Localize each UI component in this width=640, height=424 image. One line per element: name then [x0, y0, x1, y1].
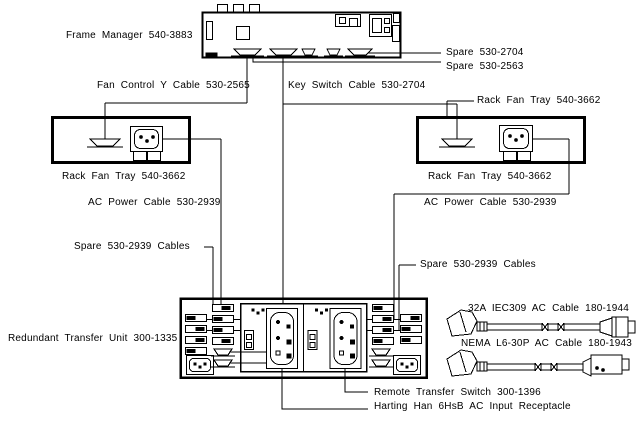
rack-fan-tray-left-label: Rack Fan Tray 540-3662 — [62, 171, 186, 182]
frame-manager-label: Frame Manager 540-3883 — [66, 30, 193, 41]
rack-fan-tray-top-label: Rack Fan Tray 540-3662 — [477, 95, 601, 106]
rack-fan-tray-right-box — [416, 116, 586, 164]
remote-transfer-label: Remote Transfer Switch 300-1396 — [374, 387, 541, 398]
spare-cables-left-leader — [204, 246, 214, 305]
spare-cables-left-label: Spare 530-2939 Cables — [74, 241, 190, 252]
spare-2563-line — [252, 58, 441, 63]
rtu-right-connectors — [366, 304, 422, 368]
spare-2704-label: Spare 530-2704 — [446, 47, 524, 58]
rtu-switch-icon — [244, 330, 254, 350]
rack-fan-tray-left-box — [51, 116, 191, 164]
iec-inlet-icon — [130, 126, 163, 161]
rtu-middle-panel — [239, 302, 368, 373]
remote-transfer-leader — [344, 369, 368, 393]
rtu-label: Redundant Transfer Unit 300-1335 — [8, 333, 178, 344]
rtu-left-connectors — [185, 304, 266, 368]
frame-manager-ports — [335, 13, 400, 42]
rtu-switch-icon — [307, 330, 318, 350]
spare-2563-label: Spare 530-2563 — [446, 61, 524, 72]
fan-connector-icon — [88, 138, 122, 147]
harting-outlet-right-icon — [329, 308, 362, 369]
iec-inlet-icon — [499, 125, 533, 161]
frame-manager-box — [201, 4, 402, 59]
harting-outlet-left-icon — [266, 308, 298, 369]
tray-label-leader — [446, 100, 474, 117]
fan-connector-icon — [440, 138, 474, 147]
rtu-right-iec-inlet-icon — [393, 355, 421, 375]
rack-fan-tray-right-label: Rack Fan Tray 540-3662 — [428, 171, 552, 182]
key-switch-cable-label: Key Switch Cable 530-2704 — [288, 80, 426, 91]
frame-manager-connectors — [231, 48, 375, 57]
harting-label: Harting Han 6HsB AC Input Receptacle — [374, 401, 571, 412]
harting-leader — [281, 369, 368, 410]
fan-control-cable-label: Fan Control Y Cable 530-2565 — [97, 80, 250, 91]
ac-power-left-line — [163, 138, 222, 305]
nema-cable-icon — [446, 349, 630, 377]
ac-power-right-line — [393, 138, 570, 319]
rtu-box — [179, 297, 428, 379]
ac-power-right-label: AC Power Cable 530-2939 — [424, 197, 557, 208]
fan-control-y-cable-line — [104, 57, 458, 139]
rtu-left-iec-inlet-icon — [186, 355, 214, 375]
spare-cables-right-label: Spare 530-2939 Cables — [420, 259, 536, 270]
iec309-cable-icon — [446, 309, 636, 338]
nema-cable-label: NEMA L6-30P AC Cable 180-1943 — [461, 338, 633, 349]
ac-power-left-label: AC Power Cable 530-2939 — [88, 197, 221, 208]
iec309-cable-label: 32A IEC309 AC Cable 180-1944 — [468, 303, 630, 314]
